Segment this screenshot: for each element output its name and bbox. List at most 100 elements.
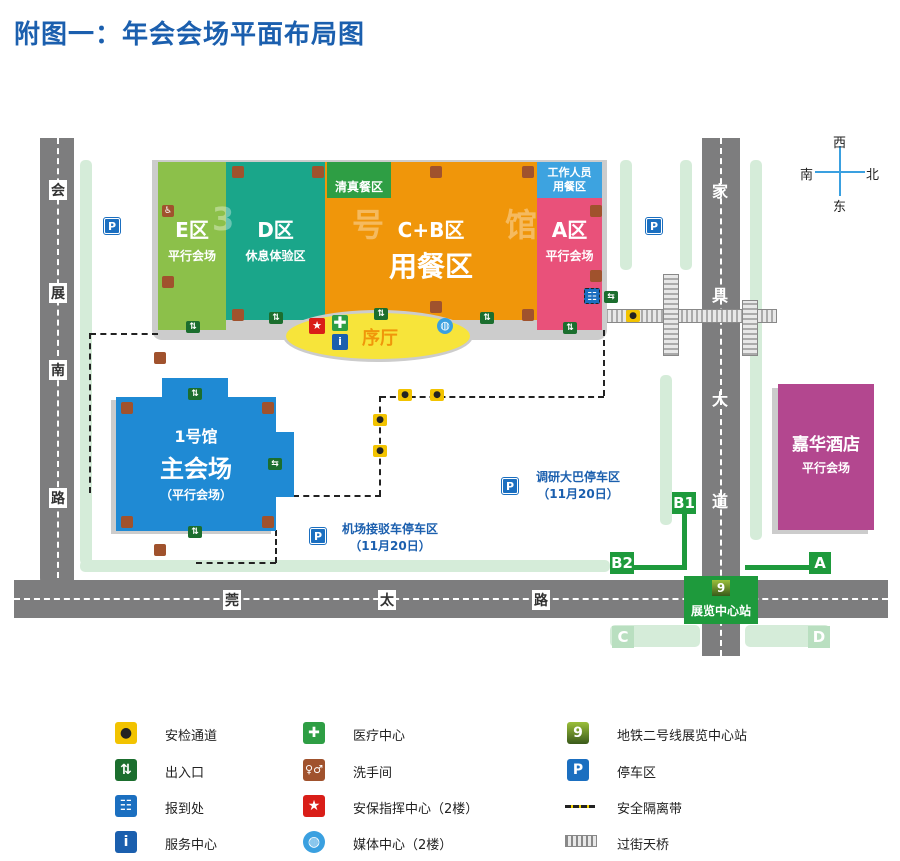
star-icon: ★ — [303, 795, 325, 817]
restroom-icon — [312, 166, 324, 178]
restroom-icon — [262, 516, 274, 528]
medical-cross-icon: ✚ — [332, 313, 348, 332]
road-label: 莞 — [223, 590, 241, 610]
restroom-icon — [154, 352, 166, 364]
restroom-icon — [121, 516, 133, 528]
globe-icon: ◍ — [303, 831, 325, 853]
barrier-tape — [89, 333, 91, 493]
globe-icon: ◍ — [437, 318, 453, 334]
lobby-label: 序厅 — [362, 328, 398, 349]
parking-icon: P — [501, 477, 519, 495]
security-guard-icon: ● — [626, 310, 640, 322]
road-label: 展 — [49, 283, 67, 303]
lane-marking — [14, 598, 888, 600]
hall-number-watermark: 号 — [352, 206, 385, 244]
barrier-tape-icon — [565, 805, 595, 808]
zone-d[interactable]: D区 休息体验区 — [226, 162, 325, 320]
page-title: 附图一：年会会场平面布局图 — [14, 20, 366, 50]
hall-number-watermark: 3 — [212, 200, 235, 238]
metro-passage — [745, 565, 810, 570]
parking-label: 调研大巴停车区（11月20日） — [535, 470, 620, 501]
parking-icon: P — [309, 527, 327, 545]
entrance-exit-icon: ⇅ — [186, 321, 200, 333]
barrier-tape — [380, 396, 604, 398]
entrance-exit-icon: ⇅ — [188, 526, 202, 538]
lane-marking — [720, 138, 722, 656]
entrance-exit-icon: ⇅ — [480, 312, 494, 324]
hotel[interactable]: 嘉华酒店 平行会场 — [778, 384, 874, 530]
road-label: 太 — [378, 590, 396, 610]
parking-icon: P — [567, 759, 589, 781]
restroom-icon: ♀♂ — [303, 759, 325, 781]
road-label: 路 — [49, 488, 67, 508]
restroom-icon: ♿ — [162, 205, 174, 217]
entrance-exit-icon: ⇅ — [115, 759, 137, 781]
metro-exit-c[interactable]: C — [612, 626, 634, 648]
zone-cb[interactable]: C+B区 用餐区 — [325, 162, 537, 320]
metro-exit-b2[interactable]: B2 — [610, 552, 634, 574]
road-label: 路 — [532, 590, 550, 610]
lane-marking — [57, 138, 59, 578]
road-label: 南 — [49, 360, 67, 380]
barrier-tape — [196, 562, 276, 564]
metro-exit-a[interactable]: A — [809, 552, 831, 574]
parking-label: 机场接驳车停车区（11月20日） — [341, 522, 438, 553]
parking-icon: P — [103, 217, 121, 235]
entrance-exit-icon: ⇅ — [188, 388, 202, 400]
restroom-icon — [232, 309, 244, 321]
restroom-icon — [590, 270, 602, 282]
medical-cross-icon: ✚ — [303, 722, 325, 744]
barrier-tape — [90, 333, 158, 335]
metro-logo-icon: 9 — [567, 722, 589, 744]
zone-halal[interactable]: 清真餐区 — [327, 162, 391, 198]
restroom-icon — [232, 166, 244, 178]
zone-a[interactable]: A区 平行会场 — [537, 198, 602, 330]
entrance-exit-icon: ⇅ — [269, 312, 283, 324]
restroom-icon — [522, 166, 534, 178]
security-guard-icon: ● — [373, 445, 387, 457]
zone-e[interactable]: E区 平行会场 — [158, 162, 226, 330]
security-guard-icon: ● — [430, 389, 444, 401]
skybridge-icon — [565, 835, 597, 847]
restroom-icon — [162, 276, 174, 288]
security-guard-icon: ● — [115, 722, 137, 744]
registration-icon: ☷ — [115, 795, 137, 817]
metro-passage — [630, 565, 686, 570]
entrance-exit-icon: ⇅ — [563, 322, 577, 334]
barrier-tape — [603, 330, 605, 396]
security-guard-icon: ● — [398, 389, 412, 401]
restroom-icon — [154, 544, 166, 556]
restroom-icon — [262, 402, 274, 414]
legend: ● 安检通道 ✚ 医疗中心 9 地铁二号线展览中心站 ⇅ 出入口 ♀♂ 洗手间 … — [115, 722, 815, 853]
hall1-annex — [272, 432, 294, 497]
security-guard-icon: ● — [373, 414, 387, 426]
info-icon: i — [332, 334, 348, 350]
metro-exit-d[interactable]: D — [808, 626, 830, 648]
road-label: 大 — [712, 390, 729, 409]
restroom-icon — [590, 205, 602, 217]
restroom-icon — [430, 166, 442, 178]
road-label: 具 — [712, 286, 729, 305]
entrance-exit-icon: ⇆ — [604, 291, 618, 303]
info-icon: i — [115, 831, 137, 853]
skybridge — [742, 300, 758, 356]
road-label: 家 — [712, 182, 729, 201]
metro-station[interactable]: 9 展览中心站 — [684, 576, 758, 624]
restroom-icon — [522, 309, 534, 321]
parking-icon: P — [645, 217, 663, 235]
skybridge — [663, 274, 679, 356]
restroom-icon — [430, 301, 442, 313]
metro-exit-b1[interactable]: B1 — [672, 492, 696, 514]
restroom-icon — [121, 402, 133, 414]
barrier-tape — [275, 530, 277, 563]
metro-passage — [682, 510, 687, 570]
hall1[interactable]: 1号馆 主会场 （平行会场） — [116, 397, 276, 531]
metro-logo-icon: 9 — [712, 580, 730, 596]
sidewalk — [680, 160, 692, 270]
sidewalk — [620, 160, 632, 270]
barrier-tape — [293, 495, 381, 497]
zone-staff-dining[interactable]: 工作人员用餐区 — [537, 162, 602, 198]
sidewalk — [80, 560, 610, 572]
sidewalk — [660, 375, 672, 525]
entrance-exit-icon: ⇅ — [374, 308, 388, 320]
